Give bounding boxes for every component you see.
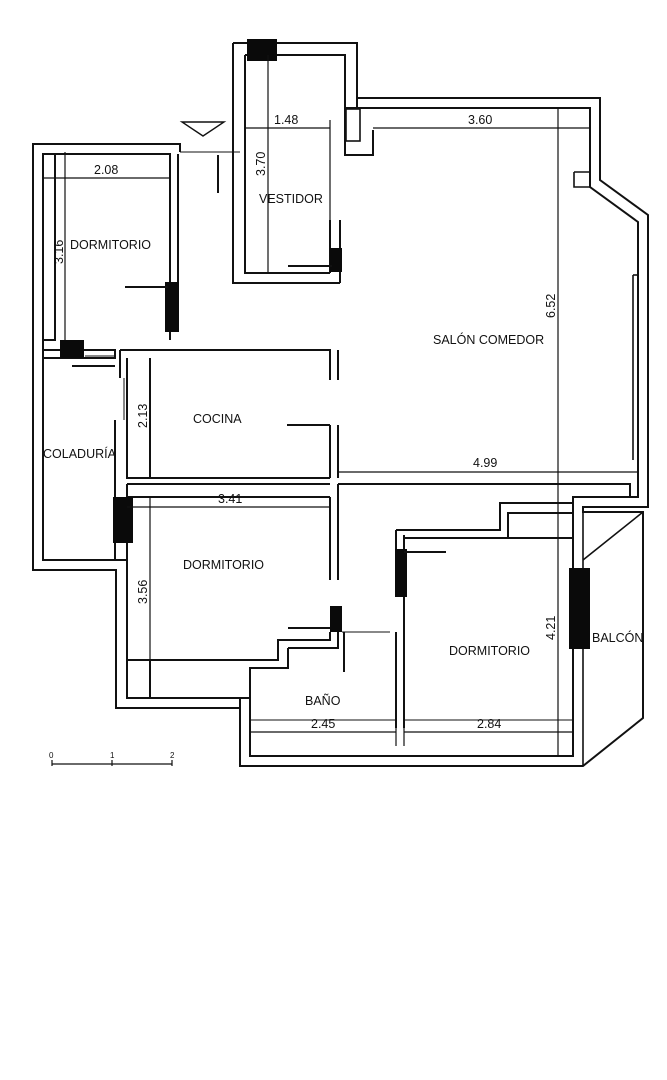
scale-label-0: 0 xyxy=(49,751,54,760)
scale-label-2: 2 xyxy=(170,751,175,760)
dim-label-3-60: 3.60 xyxy=(468,113,492,127)
doors xyxy=(72,151,446,672)
room-label-cocina: COCINA xyxy=(193,412,242,426)
dim-label-4-21: 4.21 xyxy=(544,616,558,640)
room-label-dormitorio-top: DORMITORIO xyxy=(70,238,151,252)
column xyxy=(330,248,342,272)
dim-label-4-99: 4.99 xyxy=(473,456,497,470)
room-label-vestidor: VESTIDOR xyxy=(259,192,323,206)
column xyxy=(569,568,590,649)
dim-label-3-70: 3.70 xyxy=(254,152,268,176)
scale-label-1: 1 xyxy=(110,751,115,760)
dim-label-3-16: 3.16 xyxy=(52,240,66,264)
dim-label-6-52: 6.52 xyxy=(544,294,558,318)
dim-label-3-56: 3.56 xyxy=(136,580,150,604)
dim-label-3-41: 3.41 xyxy=(218,492,242,506)
room-label-balcon: BALCÓN xyxy=(592,630,643,645)
interior-walls xyxy=(43,154,644,766)
dim-label-2-13: 2.13 xyxy=(136,404,150,428)
room-label-dormitorio-mid: DORMITORIO xyxy=(183,558,264,572)
room-label-dormitorio-right: DORMITORIO xyxy=(449,644,530,658)
room-label-coladuria: COLADURÍA xyxy=(43,446,117,461)
dim-label-2-45: 2.45 xyxy=(311,717,335,731)
entrance-arrow-icon xyxy=(179,121,227,137)
scale-bar: 0 1 2 xyxy=(49,751,175,766)
dim-label-2-08: 2.08 xyxy=(94,163,118,177)
column xyxy=(247,39,277,61)
dimension-lines xyxy=(43,55,638,756)
dim-label-1-48: 1.48 xyxy=(274,113,298,127)
room-labels: DORMITORIO VESTIDOR SALÓN COMEDOR COCINA… xyxy=(43,192,643,708)
dimension-labels: 2.08 3.16 1.48 3.70 3.60 6.52 2.13 4.99 … xyxy=(52,113,558,731)
column xyxy=(165,282,179,332)
room-label-bano: BAÑO xyxy=(305,694,341,708)
column xyxy=(60,340,84,358)
room-label-salon-comedor: SALÓN COMEDOR xyxy=(433,332,544,347)
column xyxy=(330,606,342,632)
outer-walls xyxy=(32,42,649,767)
dim-label-2-84: 2.84 xyxy=(477,717,501,731)
column xyxy=(113,497,133,543)
column xyxy=(395,549,407,597)
columns xyxy=(60,39,590,649)
